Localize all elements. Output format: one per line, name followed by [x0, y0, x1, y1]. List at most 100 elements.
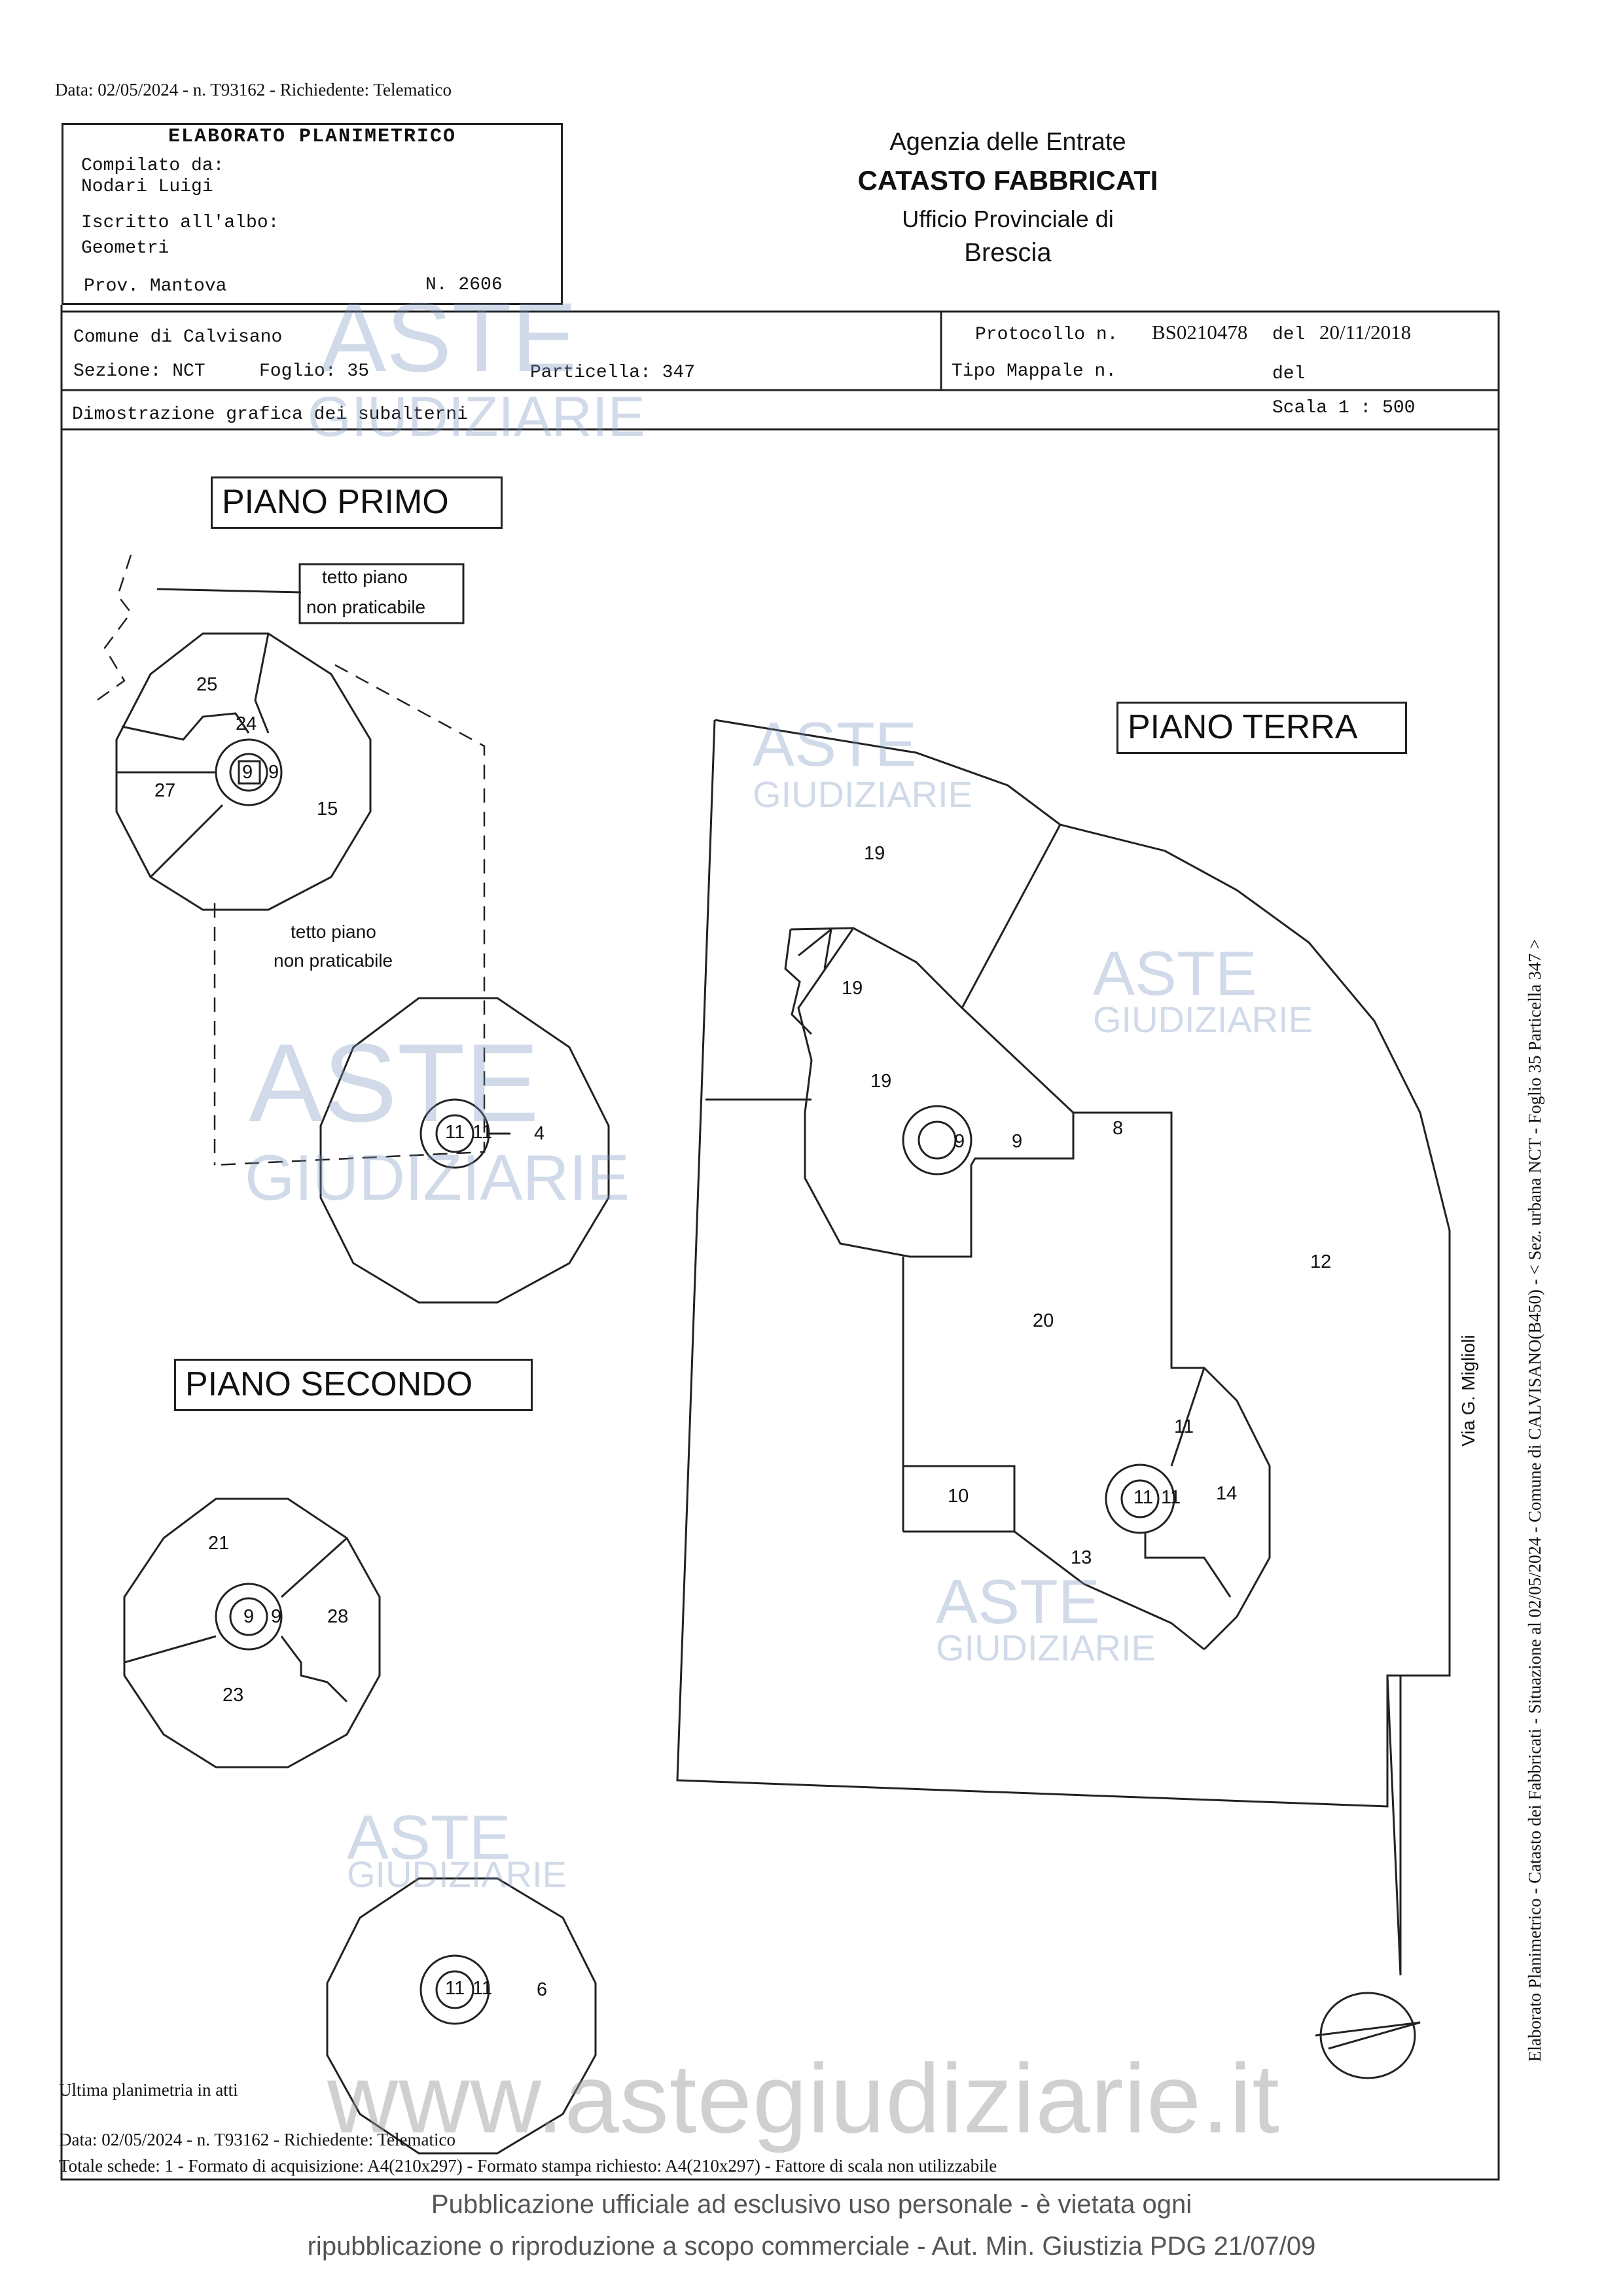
del2-label: del	[1272, 364, 1306, 384]
p1-stair-1-in	[229, 753, 268, 792]
pt-wall-19b	[784, 929, 813, 1035]
unit-p2-9b: 9	[271, 1606, 282, 1627]
pt-outer	[676, 719, 1450, 1808]
p1-partition-4	[149, 804, 224, 878]
frame-top-left	[60, 305, 1500, 2181]
unit-pt-11: 11	[1174, 1416, 1194, 1437]
p2-stair-1-in	[229, 1597, 268, 1636]
p1-stair-1-core	[238, 760, 261, 785]
pt-building-top	[790, 927, 1271, 1651]
p1-building-2	[319, 997, 610, 1304]
foglio: Foglio: 35	[259, 361, 370, 382]
unit-p2t-11a: 11	[445, 1978, 465, 1999]
unit-pt-19c: 19	[870, 1071, 892, 1092]
agency-line2: CATASTO FABBRICATI	[857, 165, 1158, 196]
p2-building-2	[326, 1877, 597, 2155]
floor-title-secondo: PIANO SECONDO	[174, 1359, 533, 1411]
pt-zone-13	[1144, 1532, 1232, 1598]
footer-ultima: Ultima planimetria in atti	[59, 2080, 238, 2100]
url-watermark: www.astegiudiziarie.it	[327, 2043, 1280, 2153]
pub-line2: ripubblicazione o riproduzione a scopo c…	[307, 2232, 1316, 2261]
p2-building-1	[123, 1498, 381, 1768]
unit-pt-19b: 19	[842, 978, 863, 999]
unit-pt-11b: 11	[1161, 1487, 1181, 1508]
pt-stair-2	[1105, 1463, 1175, 1534]
unit-pt-20: 20	[1033, 1310, 1054, 1331]
pt-zone-11	[1170, 1367, 1205, 1467]
wm-giud-2: GIUDIZIARIE	[753, 774, 973, 815]
p2-stair-2	[419, 1954, 490, 2025]
unit-p1-9a: 9	[242, 762, 253, 783]
floor-title-primo: PIANO PRIMO	[211, 476, 503, 529]
unit-pt-14: 14	[1216, 1483, 1238, 1504]
header-date-line: Data: 02/05/2024 - n. T93162 - Richieden…	[55, 80, 452, 99]
numero: N. 2606	[425, 275, 503, 295]
comune: Comune di Calvisano	[73, 327, 283, 348]
pub-line1: Pubblicazione ufficiale ad esclusivo uso…	[431, 2190, 1192, 2219]
unit-pt-9b: 9	[1012, 1131, 1023, 1152]
p1-building-1	[115, 632, 372, 911]
p1-roof-dash-2	[214, 664, 486, 1166]
wm-giud-4: GIUDIZIARIE	[245, 1141, 630, 1213]
compilato-label: Compilato da:	[81, 156, 224, 176]
p1-partition	[254, 633, 270, 734]
tetto1-box	[298, 563, 465, 624]
tetto2-line-a: tetto piano	[291, 922, 376, 942]
particella: Particella: 347	[530, 363, 696, 383]
via-label: Via G. Miglioli	[1458, 1335, 1478, 1446]
del1-value: 20/11/2018	[1319, 321, 1412, 344]
p1-stair-1	[215, 738, 283, 806]
unit-p1t-4: 4	[534, 1123, 545, 1144]
iscritto-value: Geometri	[81, 238, 169, 259]
unit-p1t-11b: 11	[473, 1122, 493, 1143]
protocollo-label: Protocollo n.	[975, 325, 1118, 345]
north-arrow	[1319, 1992, 1416, 2079]
p2-stair-1	[215, 1583, 283, 1651]
scala: Scala 1 : 500	[1272, 398, 1416, 418]
unit-p2-9a: 9	[243, 1606, 255, 1627]
unit-p2-28: 28	[327, 1606, 349, 1627]
unit-p1-9b: 9	[268, 762, 279, 783]
floor-title-terra: PIANO TERRA	[1116, 702, 1407, 754]
compilato-name: Nodari Luigi	[81, 177, 213, 197]
unit-p2t-6: 6	[537, 1979, 548, 2000]
p2-partition-1	[280, 1537, 348, 1598]
north-arrow-needle	[1315, 2021, 1421, 2050]
tipo-mappale: Tipo Mappale n.	[952, 361, 1117, 382]
unit-p2-23: 23	[223, 1685, 244, 1706]
wm-aste-4: ASTE	[249, 1021, 540, 1145]
dimostrazione: Dimostrazione grafica dei subalterni	[72, 404, 468, 425]
pt-building-left	[797, 927, 1075, 1258]
wm-aste-6: ASTE	[347, 1803, 511, 1873]
wm-aste-1: ASTE	[321, 282, 577, 392]
wm-aste-3: ASTE	[1093, 939, 1257, 1009]
wm-aste-2: ASTE	[753, 709, 917, 780]
iscritto-label: Iscritto all'albo:	[81, 213, 279, 233]
elaborato-title: ELABORATO PLANIMETRICO	[168, 126, 457, 148]
unit-p2t-11b: 11	[473, 1978, 493, 1999]
tetto2-line-b: non praticabile	[274, 950, 393, 971]
unit-pt-19a: 19	[864, 843, 885, 864]
wm-giud-5: GIUDIZIARIE	[936, 1627, 1156, 1668]
unit-p1-25: 25	[196, 674, 218, 695]
protocollo-value: BS0210478	[1152, 321, 1248, 344]
agency-line3: Ufficio Provinciale di	[902, 206, 1114, 232]
unit-pt-11a: 11	[1133, 1487, 1154, 1508]
footer-totale: Totale schede: 1 - Formato di acquisizio…	[59, 2156, 997, 2176]
unit-pt-13: 13	[1071, 1547, 1092, 1568]
unit-pt-9a: 9	[954, 1131, 965, 1152]
p2-partition-3	[280, 1636, 348, 1703]
p1-stair-2-in	[435, 1114, 474, 1153]
wm-giud-6: GIUDIZIARIE	[347, 1854, 567, 1895]
wm-aste-5: ASTE	[936, 1567, 1100, 1637]
unit-p1-24: 24	[236, 713, 257, 734]
prov: Prov. Mantova	[84, 276, 227, 296]
unit-p2-21: 21	[208, 1533, 230, 1554]
p2-stair-2-in	[435, 1970, 474, 2009]
wm-giud-3: GIUDIZIARIE	[1093, 999, 1313, 1040]
side-caption: Elaborato Planimetrico - Catasto dei Fab…	[1525, 939, 1544, 2062]
unit-pt-10: 10	[948, 1486, 969, 1507]
sezione: Sezione: NCT	[73, 361, 205, 382]
p1-partition-2	[121, 712, 250, 741]
